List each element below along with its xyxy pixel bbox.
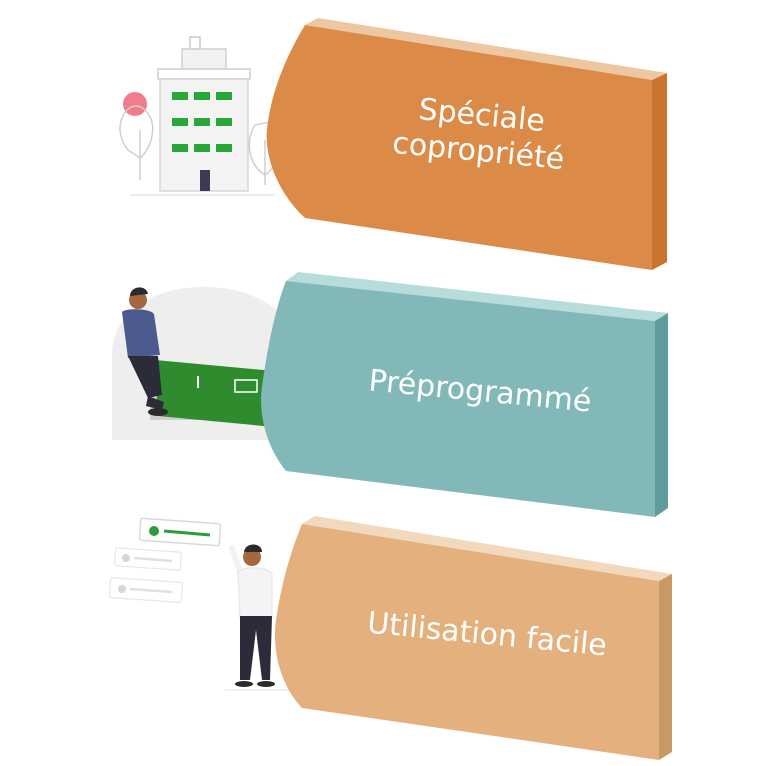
person-with-cards-icon: [108, 517, 300, 691]
person-on-container-icon: [112, 286, 306, 440]
building-icon: [119, 36, 280, 196]
